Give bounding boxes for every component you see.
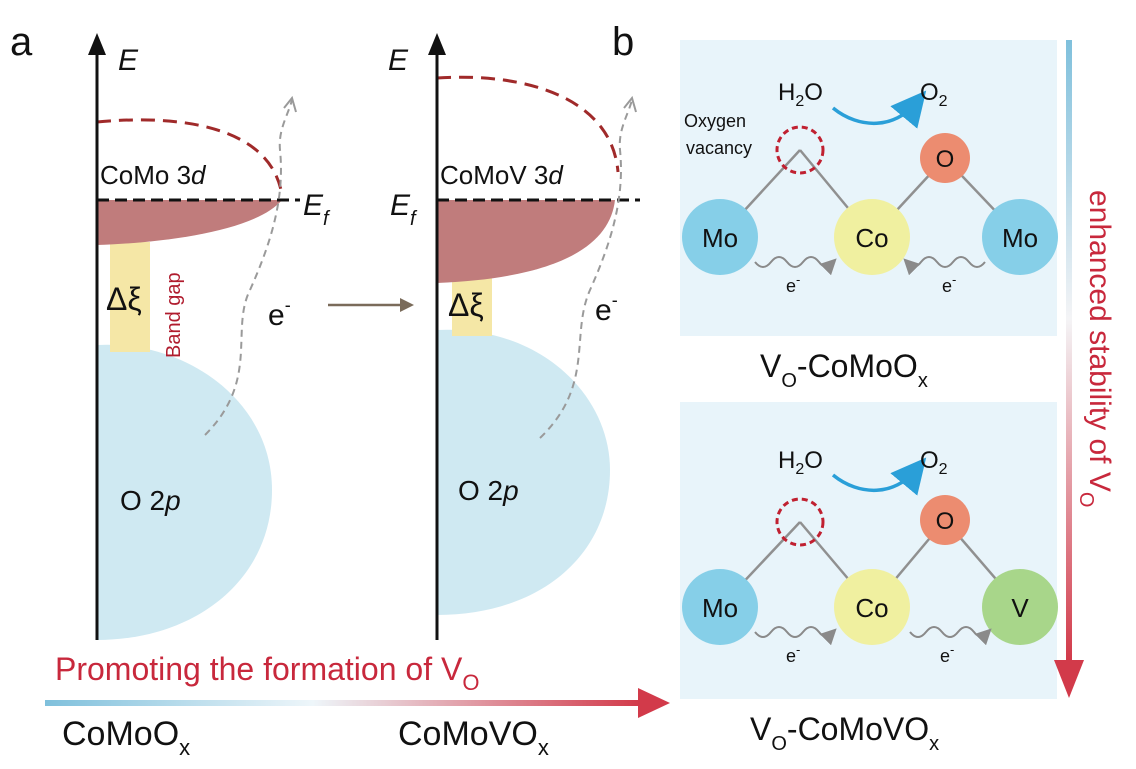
h2o-label-bottom: H2O bbox=[778, 447, 823, 478]
electron-flow-co-v-bottom bbox=[909, 626, 992, 646]
electron-label-bottom-left: e- bbox=[786, 642, 800, 666]
panel-a-letter: a bbox=[10, 20, 33, 64]
caption-vo-comovox: VO-CoMoVOx bbox=[750, 711, 939, 755]
d-band-left bbox=[97, 200, 282, 245]
mo-atom-left-top bbox=[682, 199, 758, 275]
fermi-label-right: Ef bbox=[390, 189, 418, 230]
gap-symbol-left: Δξ bbox=[106, 281, 142, 317]
electron-label-top-left: e- bbox=[786, 272, 800, 296]
d-band-outline-right bbox=[436, 75, 620, 173]
oxygen-vacancy-bottom bbox=[775, 497, 825, 547]
vo-comoox-panel bbox=[680, 40, 1058, 336]
band-gap-label: Band gap bbox=[163, 272, 185, 358]
stability-arrow-shaft bbox=[1066, 40, 1072, 660]
electron-flow-mo-co-bottom bbox=[754, 626, 837, 646]
vo-comovox-panel bbox=[680, 402, 1058, 699]
vo-comoox-background bbox=[680, 40, 1057, 336]
promoting-caption: Promoting the formation of VO bbox=[55, 651, 479, 695]
vo-comovox-background bbox=[680, 402, 1057, 699]
promoting-arrowhead bbox=[638, 688, 670, 718]
caption-vo-comoox: VO-CoMoOx bbox=[760, 348, 928, 392]
water-oxidation-arrow-bottom bbox=[831, 457, 927, 496]
mo-atom-right-top bbox=[982, 199, 1058, 275]
left-band-diagram bbox=[88, 33, 300, 640]
o-label-top: O bbox=[936, 146, 955, 173]
d-band-right bbox=[437, 200, 615, 283]
electron-flow-mo-co-top bbox=[754, 256, 837, 276]
vacancy-label-line2: vacancy bbox=[686, 138, 752, 158]
stability-arrowhead bbox=[1054, 660, 1084, 698]
electron-label-left: e- bbox=[268, 295, 291, 332]
o2-label-bottom: O2 bbox=[920, 447, 948, 478]
o2p-band-left bbox=[97, 344, 272, 640]
electron-path-left bbox=[204, 99, 293, 436]
electron-label-right: e- bbox=[595, 290, 618, 327]
material-label-comovox: CoMoVOx bbox=[398, 715, 549, 760]
energy-label-right: E bbox=[388, 44, 409, 77]
water-oxidation-arrow-top bbox=[831, 90, 927, 129]
band-label-o2p-right: O 2p bbox=[458, 475, 519, 506]
o-atom-top bbox=[920, 133, 970, 183]
co-atom-bottom bbox=[834, 569, 910, 645]
panel-b-letter: b bbox=[612, 20, 634, 64]
fermi-label-left: Ef bbox=[303, 189, 331, 230]
stability-caption: enhanced stability of VO bbox=[1075, 190, 1116, 507]
v-label-bottom: V bbox=[1011, 593, 1029, 623]
energy-axis-arrowhead-right bbox=[428, 33, 446, 55]
co-atom-top bbox=[834, 199, 910, 275]
electron-path-right bbox=[539, 99, 633, 439]
band-label-como-3d: CoMo 3d bbox=[100, 160, 207, 190]
co-label-bottom: Co bbox=[855, 593, 888, 623]
co-label-top: Co bbox=[855, 223, 888, 253]
band-label-comov-3d: CoMoV 3d bbox=[440, 160, 564, 190]
mo-label-left-top: Mo bbox=[702, 223, 738, 253]
band-label-o2p-left: O 2p bbox=[120, 485, 181, 516]
o2p-band-right bbox=[437, 329, 610, 615]
energy-label-left: E bbox=[118, 44, 139, 77]
mo-label-bottom: Mo bbox=[702, 593, 738, 623]
gap-symbol-right: Δξ bbox=[448, 287, 484, 323]
electron-path-arrow-left bbox=[283, 95, 297, 113]
energy-axis-arrowhead-left bbox=[88, 33, 106, 55]
o-atom-bottom bbox=[920, 495, 970, 545]
h2o-label-top: H2O bbox=[778, 79, 823, 110]
o2-label-top: O2 bbox=[920, 79, 948, 110]
o-label-bottom: O bbox=[936, 508, 955, 535]
gap-highlight-right bbox=[452, 278, 492, 336]
vacancy-label-line1: Oxygen bbox=[684, 111, 746, 131]
oxygen-vacancy-top bbox=[775, 125, 825, 175]
mo-label-right-top: Mo bbox=[1002, 223, 1038, 253]
material-label-comoox: CoMoOx bbox=[62, 715, 190, 760]
mo-atom-bottom bbox=[682, 569, 758, 645]
transition-arrowhead bbox=[400, 298, 414, 312]
v-atom-bottom bbox=[982, 569, 1058, 645]
electron-label-top-right: e- bbox=[942, 272, 956, 296]
right-band-diagram bbox=[428, 33, 640, 640]
electron-label-bottom-right: e- bbox=[940, 642, 954, 666]
d-band-outline-left bbox=[96, 118, 284, 196]
electron-flow-mo-co-right-top bbox=[903, 256, 986, 276]
electron-path-arrow-right bbox=[623, 95, 637, 113]
gap-highlight-left bbox=[110, 242, 150, 352]
promoting-arrow-shaft bbox=[45, 700, 640, 706]
